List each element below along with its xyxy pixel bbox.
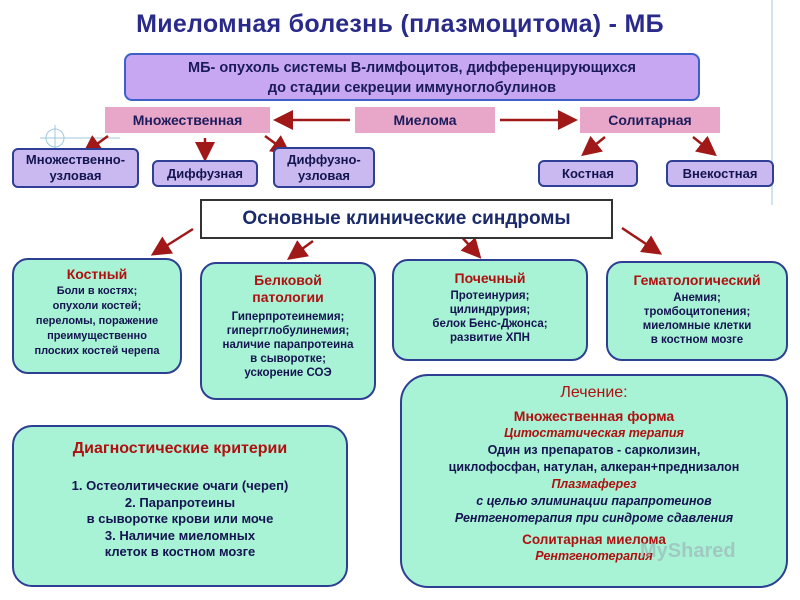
diagnostic-criteria-box: Диагностические критерии 1. Остеолитичес…	[12, 425, 348, 587]
treatment-solitary: Солитарная миелома	[522, 532, 666, 547]
form-multiple: Множественная	[105, 107, 270, 133]
syndrome-bone-title: Костный	[66, 266, 128, 282]
subtype-diffuse-nodular: Диффузно-узловая	[273, 147, 375, 188]
treatment-cytostatic: Цитостатическая терапия	[504, 426, 684, 440]
subtype-bone: Костная	[538, 160, 638, 187]
form-solitary: Солитарная	[580, 107, 720, 133]
definition-box: МБ- опухоль системы В-лимфоцитов, диффер…	[124, 53, 700, 101]
treatment-xray-2: Рентгенотерапия	[535, 549, 653, 563]
syndrome-protein: Белковой патологии Гиперпротеинемия; гип…	[200, 262, 376, 400]
arrow-to-hematologic-syndrome	[621, 226, 663, 255]
watermark-logo: MyShared	[640, 540, 736, 562]
diagnostic-criteria-title: Диагностические критерии	[72, 440, 288, 457]
treatment-title: Лечение:	[560, 384, 628, 401]
syndrome-renal: Почечный Протеинурия; цилиндрурия; белок…	[392, 259, 588, 361]
treatment-plasmapheresis: Плазмаферез	[551, 477, 637, 491]
syndrome-renal-title: Почечный	[454, 270, 526, 286]
definition-line-2: до стадии секреции иммуноглобулинов	[267, 80, 557, 96]
treatment-drugs-1: Один из препаратов - сарколизин,	[487, 443, 701, 457]
syndrome-bone: Костный Боли в костях; опухоли костей; п…	[12, 258, 182, 374]
treatment-plasma-goal: с целью элиминации парапротеинов	[476, 494, 712, 508]
syndromes-header: Основные клинические синдромы	[200, 199, 613, 239]
arrow-to-bone	[581, 135, 606, 157]
treatment-xray-1: Рентгенотерапия при синдроме сдавления	[454, 511, 734, 525]
subtype-extraosseous: Внекостная	[666, 160, 774, 187]
treatment-multiple-form: Множественная форма	[513, 408, 675, 424]
form-myeloma: Миелома	[355, 107, 495, 133]
subtype-diffuse: Диффузная	[152, 160, 258, 187]
subtype-nodular: Множественно-узловая	[12, 148, 139, 188]
arrow-to-protein-syndrome	[286, 239, 314, 260]
definition-line-1: МБ- опухоль системы В-лимфоцитов, диффер…	[188, 60, 636, 76]
syndrome-hematologic: Гематологический Анемия; тромбоцитопения…	[606, 261, 788, 361]
arrow-to-extraosseous	[692, 135, 717, 157]
page-title: Миеломная болезнь (плазмоцитома) - МБ	[136, 10, 664, 38]
syndrome-hematologic-title: Гематологический	[633, 272, 761, 288]
treatment-box: Лечение: Множественная форма Цитостатиче…	[400, 374, 788, 588]
arrow-to-bone-syndrome	[150, 227, 194, 256]
syndrome-protein-title: Белковой патологии	[252, 272, 324, 305]
treatment-drugs-2: циклофосфан, натулан, алкеран+преднизало…	[448, 460, 740, 474]
